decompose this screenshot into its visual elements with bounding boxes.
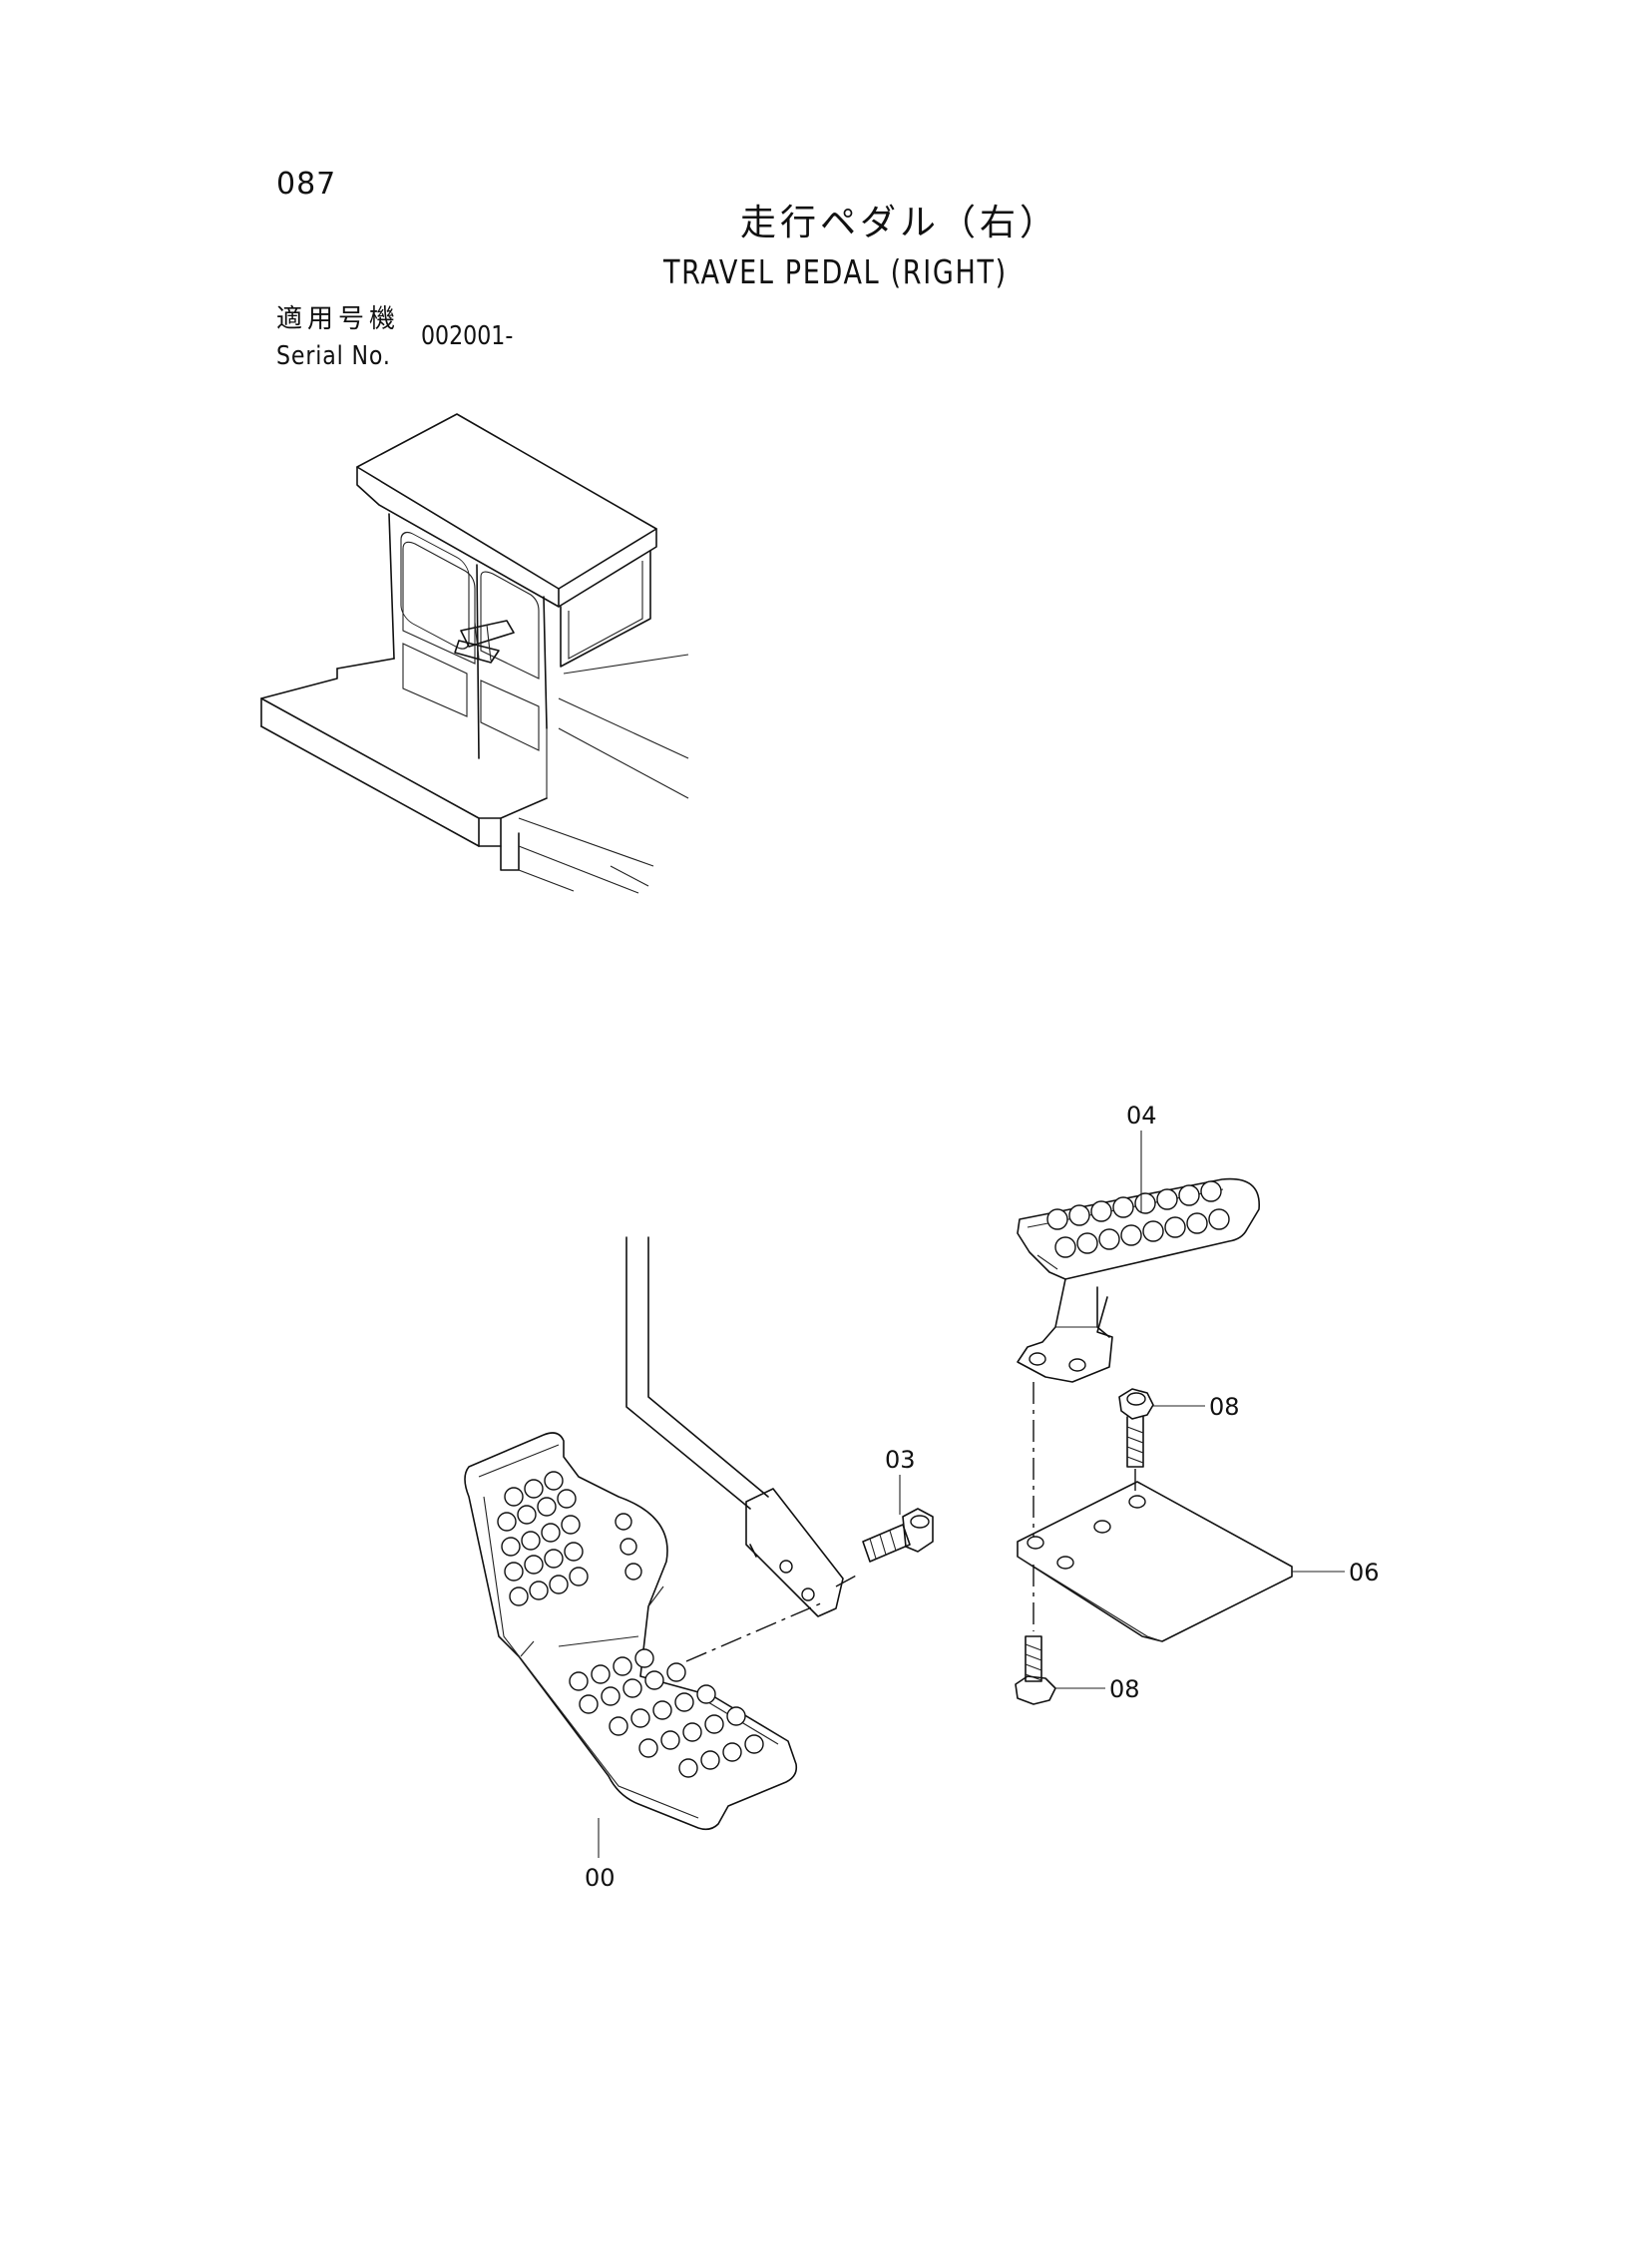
callout-08-bottom: 08: [1109, 1675, 1140, 1703]
serial-number-value: 002001-: [421, 321, 514, 351]
serial-label-japanese: 適用号機: [276, 304, 401, 334]
serial-label-english: Serial No.: [276, 341, 391, 371]
bolt-03: [862, 1508, 934, 1563]
cab-location-sketch: [260, 413, 689, 894]
page-number: 087: [276, 167, 337, 202]
pedal-04: [1017, 1177, 1260, 1383]
callout-06: 06: [1349, 1559, 1380, 1586]
callout-00: 00: [585, 1864, 616, 1892]
callout-04: 04: [1126, 1102, 1157, 1130]
bolt-08-top: [1118, 1388, 1154, 1468]
assembly-line-pedal-to-rod: [685, 1601, 824, 1662]
title-english: TRAVEL PEDAL (RIGHT): [663, 252, 1008, 291]
pedal-00: [464, 1432, 798, 1831]
plate-06: [1017, 1481, 1293, 1642]
pedal-rod: [625, 1236, 844, 1617]
title-japanese: 走行ペダル（右）: [740, 203, 1060, 243]
assembly-line-rod-to-bolt: [835, 1574, 859, 1587]
callout-03: 03: [885, 1446, 916, 1474]
callout-08-top: 08: [1209, 1393, 1240, 1421]
bolt-08-bottom: [1015, 1635, 1056, 1705]
